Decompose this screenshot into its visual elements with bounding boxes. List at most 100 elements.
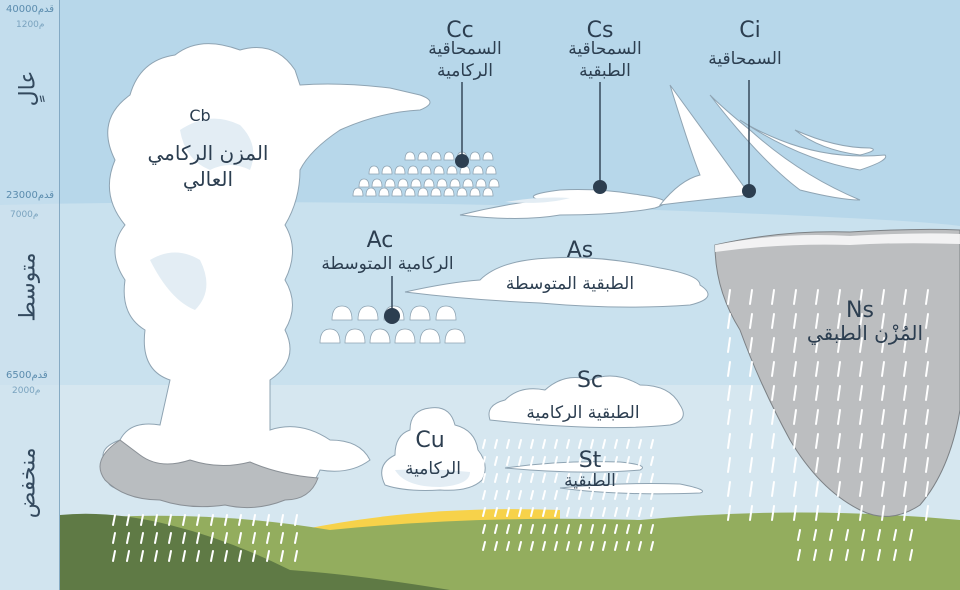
cc-cloudlet xyxy=(469,187,481,197)
cu-name: الركامية xyxy=(405,459,461,479)
rain-streak xyxy=(881,337,885,353)
rain-streak xyxy=(578,439,582,449)
cu-code: Cu xyxy=(415,428,445,453)
rain-streak xyxy=(626,473,630,483)
rain-streak xyxy=(771,409,775,425)
cc-cloudlet xyxy=(358,178,370,188)
rain-streak xyxy=(925,289,929,305)
cu-cloud xyxy=(381,407,486,491)
ac-cloudlet xyxy=(319,328,341,344)
cc-cloudlet xyxy=(352,187,364,197)
rain-streak xyxy=(482,490,486,500)
rain-streak xyxy=(859,313,863,329)
rain-streak xyxy=(909,549,913,561)
rain-streak xyxy=(578,524,582,534)
rain-streak xyxy=(771,313,775,329)
tick-6500: قدم6500 xyxy=(6,370,48,381)
rain-streak xyxy=(280,514,284,526)
rain-streak xyxy=(542,541,546,551)
rain-streak xyxy=(903,289,907,305)
cc-cloudlet xyxy=(446,165,458,175)
rain-streak xyxy=(168,532,172,544)
rain-streak xyxy=(877,529,881,541)
cc-cloudlet xyxy=(433,165,445,175)
rain-streak xyxy=(294,550,298,562)
rain-streak xyxy=(482,541,486,551)
rain-streak xyxy=(542,439,546,449)
rain-streak xyxy=(506,524,510,534)
as-code: As xyxy=(566,238,594,263)
rain-streak xyxy=(813,549,817,561)
cc-cloudlet xyxy=(449,178,461,188)
rain-streak xyxy=(925,409,929,425)
rain-streak xyxy=(650,507,654,517)
ac-cloudlet xyxy=(419,328,441,344)
rain-streak xyxy=(727,409,731,425)
rain-streak xyxy=(813,529,817,541)
rain-streak xyxy=(903,361,907,377)
rain-streak xyxy=(266,514,270,526)
cc-cloudlet xyxy=(397,178,409,188)
rain-streak xyxy=(542,507,546,517)
rain-streak xyxy=(793,361,797,377)
rain-streak xyxy=(154,550,158,562)
rain-streak xyxy=(126,550,130,562)
ci-cloud xyxy=(658,84,887,206)
rain-streak xyxy=(909,529,913,541)
rain-streak xyxy=(837,289,841,305)
cb-code: Cb xyxy=(189,106,211,125)
rain-streak xyxy=(602,541,606,551)
rain-streak xyxy=(749,289,753,305)
rain-streak xyxy=(112,550,116,562)
rain-streak xyxy=(626,490,630,500)
rain-streak xyxy=(554,524,558,534)
rain-streak xyxy=(861,529,865,541)
rain-streak xyxy=(727,457,731,473)
rain-streak xyxy=(518,473,522,483)
ac-cloudlet xyxy=(344,328,366,344)
rain-streak xyxy=(182,550,186,562)
rain-streak xyxy=(482,507,486,517)
rain-streak xyxy=(638,507,642,517)
rain-streak xyxy=(859,433,863,449)
rain-streak xyxy=(829,529,833,541)
rain-streak xyxy=(482,473,486,483)
rain-streak xyxy=(845,529,849,541)
rain-streak xyxy=(793,313,797,329)
rain-streak xyxy=(252,532,256,544)
rain-streak xyxy=(727,361,731,377)
rain-streak xyxy=(771,337,775,353)
rain-streak xyxy=(771,433,775,449)
rain-streak xyxy=(626,541,630,551)
rain-streak xyxy=(518,439,522,449)
cc-cloudlet xyxy=(381,165,393,175)
rain-streak xyxy=(554,473,558,483)
rain-streak xyxy=(602,473,606,483)
rain-streak xyxy=(126,532,130,544)
rain-streak xyxy=(793,457,797,473)
rain-streak xyxy=(112,532,116,544)
rain-streak xyxy=(168,514,172,526)
ac-cloudlet xyxy=(331,305,353,321)
st-code: St xyxy=(578,448,602,473)
rain-streak xyxy=(238,514,242,526)
cc-cloudlet xyxy=(378,187,390,197)
rain-streak xyxy=(196,514,200,526)
rain-streak xyxy=(566,524,570,534)
rain-streak xyxy=(578,507,582,517)
rain-streak xyxy=(881,505,885,521)
rain-streak xyxy=(925,433,929,449)
rain-streak xyxy=(727,505,731,521)
rain-streak xyxy=(650,490,654,500)
rain-streak xyxy=(542,456,546,466)
rain-streak xyxy=(925,481,929,497)
ns-name: المُزْن الطبقي xyxy=(806,321,924,345)
rain-streak xyxy=(727,433,731,449)
cc-cloudlet xyxy=(404,187,416,197)
rain-streak xyxy=(494,456,498,466)
rain-streak xyxy=(903,457,907,473)
rain-streak xyxy=(815,433,819,449)
rain-streak xyxy=(837,313,841,329)
rain-streak xyxy=(224,514,228,526)
rain-streak xyxy=(903,505,907,521)
